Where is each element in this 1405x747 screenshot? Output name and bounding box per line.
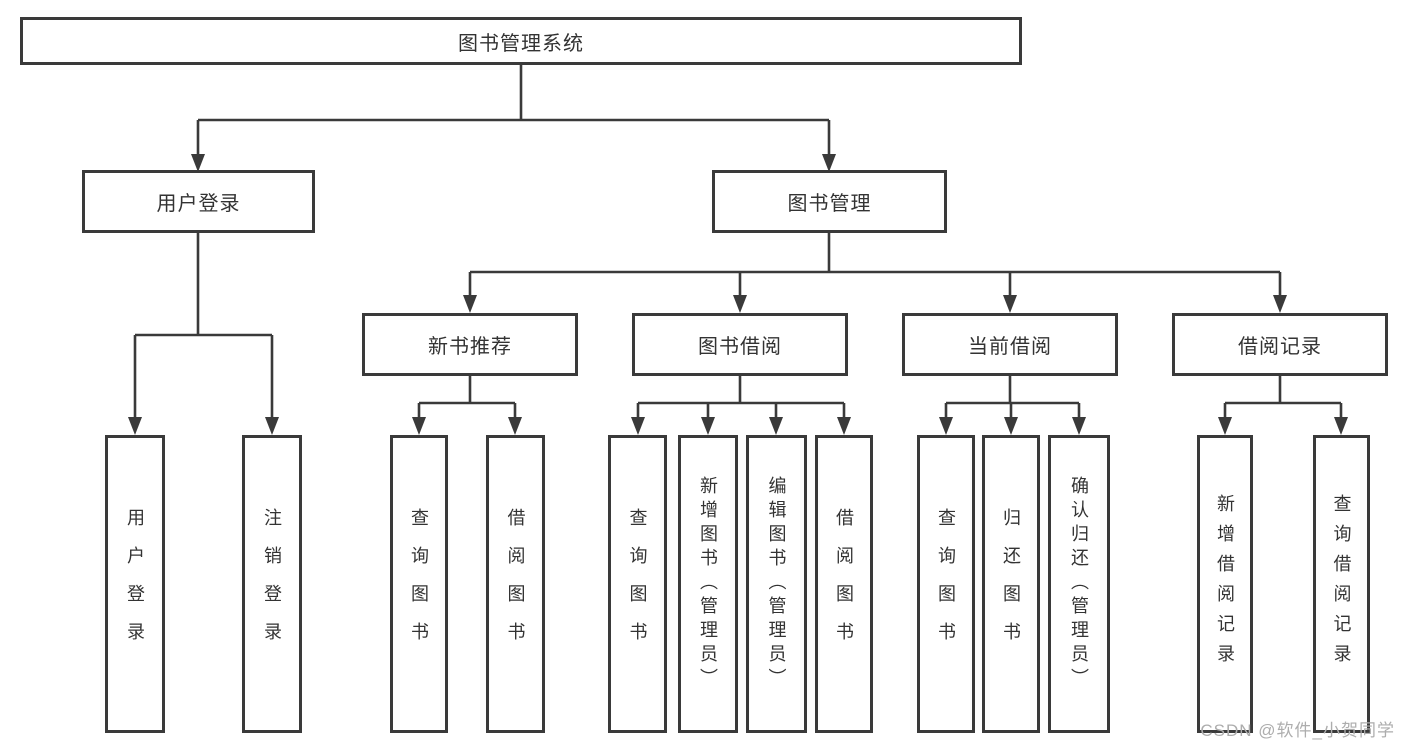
arrowhead bbox=[1072, 417, 1086, 435]
leaf-borrow-books-recommend: 借阅图书 bbox=[486, 435, 545, 733]
leaf-edit-books-admin: 编辑图书（管理员） bbox=[746, 435, 807, 733]
arrowhead bbox=[1273, 295, 1287, 313]
arrowhead bbox=[191, 154, 205, 172]
leaf-query-books-current: 查询图书 bbox=[917, 435, 975, 733]
arrowhead bbox=[701, 417, 715, 435]
node-current-borrow: 当前借阅 bbox=[902, 313, 1118, 376]
leaf-query-books-recommend: 查询图书 bbox=[390, 435, 448, 733]
leaf-user-login: 用户登录 bbox=[105, 435, 165, 733]
arrowheads bbox=[128, 154, 1348, 435]
leaf-query-books-borrow: 查询图书 bbox=[608, 435, 667, 733]
arrowhead bbox=[128, 417, 142, 435]
leaf-add-borrow-record: 新增借阅记录 bbox=[1197, 435, 1253, 733]
arrowhead bbox=[1218, 417, 1232, 435]
connector-lines bbox=[133, 65, 1343, 417]
leaf-return-books: 归还图书 bbox=[982, 435, 1040, 733]
leaf-query-borrow-record: 查询借阅记录 bbox=[1313, 435, 1370, 733]
arrowhead bbox=[733, 295, 747, 313]
leaf-borrow-books: 借阅图书 bbox=[815, 435, 873, 733]
leaf-logout: 注销登录 bbox=[242, 435, 302, 733]
arrowhead bbox=[631, 417, 645, 435]
arrowhead bbox=[822, 154, 836, 172]
node-book-management: 图书管理 bbox=[712, 170, 947, 233]
arrowhead bbox=[265, 417, 279, 435]
node-new-book-recommend: 新书推荐 bbox=[362, 313, 578, 376]
arrowhead bbox=[1004, 417, 1018, 435]
arrowhead bbox=[769, 417, 783, 435]
watermark: CSDN @软件_小贺同学 bbox=[1200, 721, 1395, 740]
leaf-confirm-return-admin: 确认归还（管理员） bbox=[1048, 435, 1110, 733]
arrowhead bbox=[508, 417, 522, 435]
leaf-add-books-admin: 新增图书（管理员） bbox=[678, 435, 738, 733]
arrowhead bbox=[463, 295, 477, 313]
node-borrow-records: 借阅记录 bbox=[1172, 313, 1388, 376]
arrowhead bbox=[1003, 295, 1017, 313]
arrowhead bbox=[1334, 417, 1348, 435]
arrowhead bbox=[939, 417, 953, 435]
arrowhead bbox=[837, 417, 851, 435]
arrowhead bbox=[412, 417, 426, 435]
node-book-borrow: 图书借阅 bbox=[632, 313, 848, 376]
node-root: 图书管理系统 bbox=[20, 17, 1022, 65]
node-user-login: 用户登录 bbox=[82, 170, 315, 233]
